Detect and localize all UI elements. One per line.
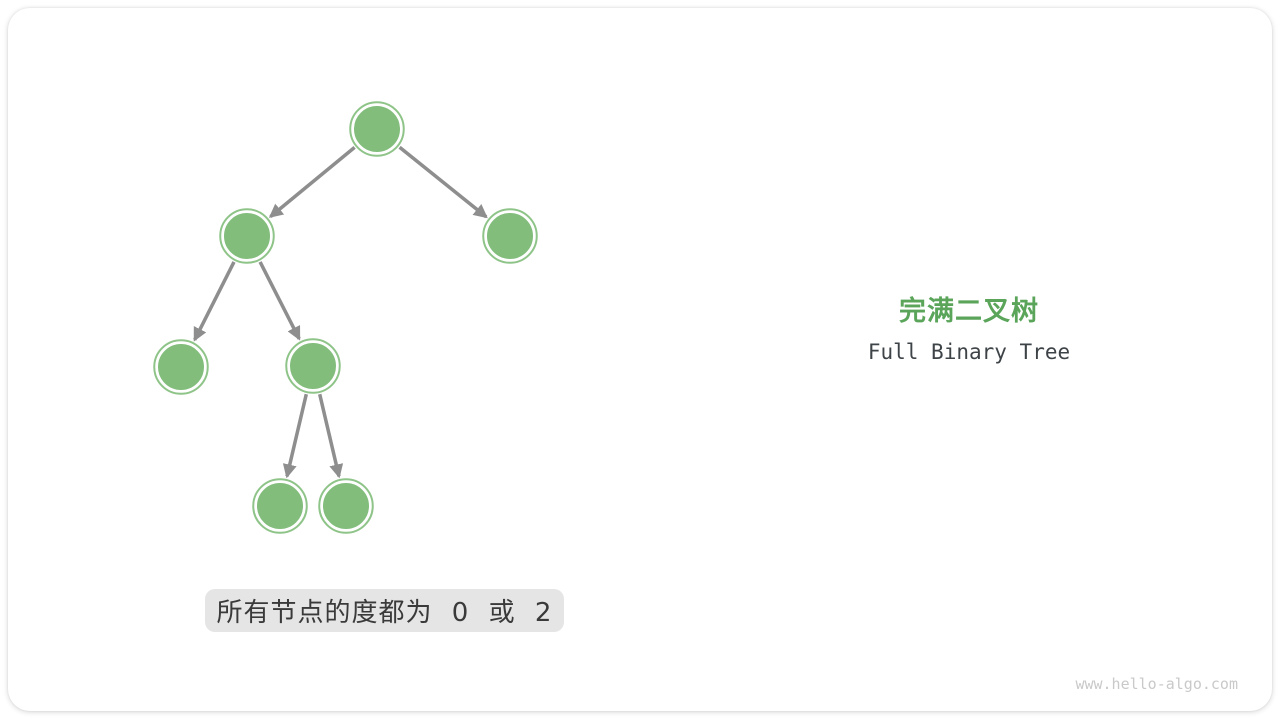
tree-node: [285, 338, 341, 394]
caption-text: 所有节点的度都为 0 或 2: [216, 598, 553, 628]
tree-edge-arrow: [258, 261, 301, 341]
tree-edge-arrow: [193, 261, 236, 342]
tree-node: [219, 208, 275, 264]
tree-edge-arrow: [282, 393, 309, 479]
tree-node: [252, 478, 308, 534]
tree-node: [318, 478, 374, 534]
tree-node: [349, 101, 405, 157]
diagram-subtitle: Full Binary Tree: [867, 340, 1071, 365]
diagram-title: 完满二叉树: [899, 296, 1039, 327]
tree-nodes: [153, 101, 538, 534]
tree-edge-arrow: [317, 393, 344, 479]
tree-node: [482, 208, 538, 264]
tree-node: [153, 339, 209, 395]
tree-edges: [193, 145, 488, 479]
watermark: www.hello-algo.com: [1075, 675, 1238, 693]
tree-edge-arrow: [268, 146, 356, 218]
tree-edge-arrow: [398, 145, 488, 219]
label-panel: 完满二叉树 Full Binary Tree: [830, 296, 1108, 364]
caption-box: 所有节点的度都为 0 或 2: [205, 589, 564, 632]
